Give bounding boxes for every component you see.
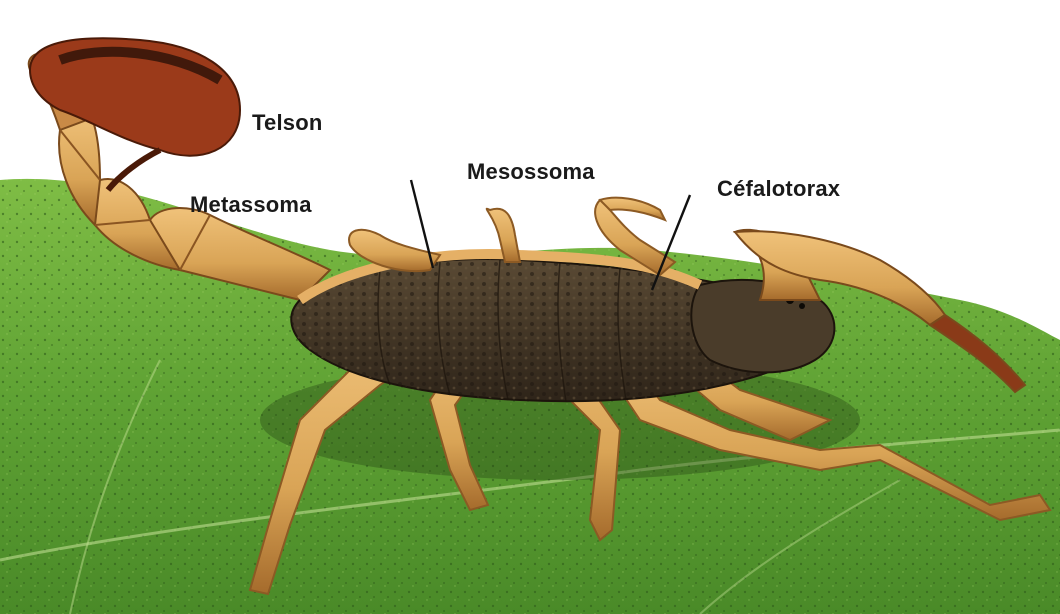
label-telson: Telson <box>252 110 322 136</box>
label-cefalotorax: Céfalotorax <box>717 176 840 202</box>
label-mesossoma: Mesossoma <box>467 159 595 185</box>
label-metassoma: Metassoma <box>190 192 312 218</box>
